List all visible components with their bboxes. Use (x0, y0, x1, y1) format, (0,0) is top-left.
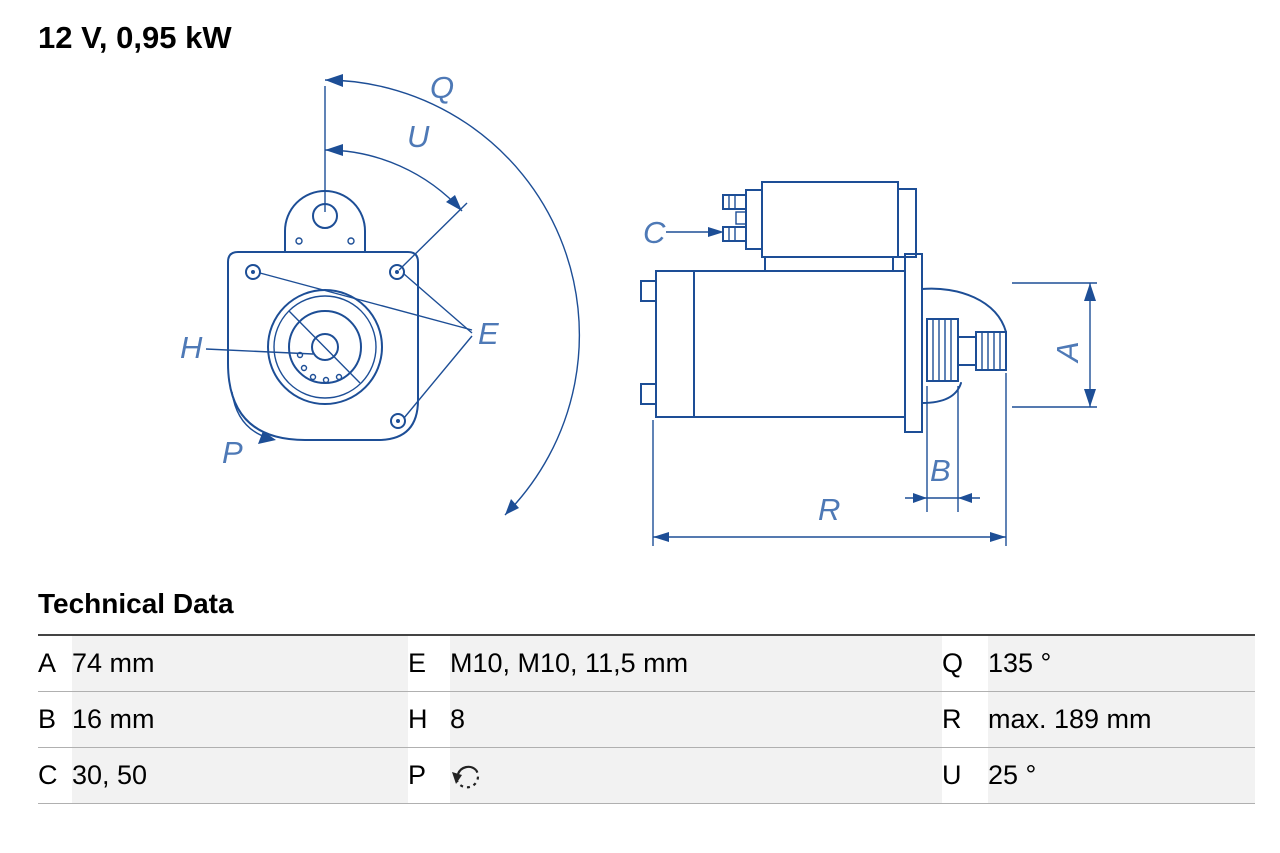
spec-key-a: A (38, 635, 72, 692)
technical-data-heading: Technical Data (38, 588, 234, 619)
front-view: Q U (180, 70, 581, 516)
dim-label-h: H (180, 330, 203, 365)
page-title: 12 V, 0,95 kW (38, 20, 232, 55)
spec-key-r: R (942, 691, 988, 748)
dim-label-b: B (930, 453, 951, 488)
spec-value-q: 135 ° (988, 635, 1255, 692)
dim-label-u: U (407, 119, 430, 154)
spec-value-e: M10, M10, 11,5 mm (450, 635, 942, 692)
drive-end (921, 287, 1007, 404)
spec-key-u: U (942, 747, 988, 804)
spec-key-c: C (38, 747, 72, 804)
solenoid (722, 181, 917, 272)
spec-value-p (450, 747, 942, 804)
spec-value-c: 30, 50 (72, 747, 408, 804)
dim-label-c: C (643, 215, 666, 250)
dim-label-e: E (478, 316, 499, 351)
dimension-b: B (905, 386, 980, 512)
spec-value-r: max. 189 mm (988, 691, 1255, 748)
dim-label-q: Q (430, 70, 454, 105)
spec-value-a: 74 mm (72, 635, 408, 692)
table-row: B 16 mm H 8 R max. 189 mm (38, 691, 1255, 748)
spec-key-h: H (408, 691, 450, 748)
center-boss (267, 289, 383, 405)
technical-data-table: A 74 mm E M10, M10, 11,5 mm Q 135 ° B 16… (38, 634, 1255, 804)
spec-value-h: 8 (450, 691, 942, 748)
spec-value-u: 25 ° (988, 747, 1255, 804)
rotation-counterclockwise-icon (450, 762, 484, 792)
table-row: A 74 mm E M10, M10, 11,5 mm Q 135 ° (38, 635, 1255, 692)
spec-key-p: P (408, 747, 450, 804)
dimension-r: R (652, 373, 1007, 546)
spec-key-b: B (38, 691, 72, 748)
dimension-a: A (1012, 282, 1097, 408)
spec-key-e: E (408, 635, 450, 692)
side-view: C (640, 181, 1097, 546)
bolt-holes (245, 264, 406, 429)
dim-label-r: R (818, 492, 840, 527)
technical-data-section: Technical Data A 74 mm E M10, M10, 11,5 … (38, 588, 1255, 804)
dim-label-p: P (222, 435, 243, 470)
technical-drawing: Q U (180, 70, 1097, 546)
spec-key-q: Q (942, 635, 988, 692)
table-row: C 30, 50 P U 25 ° (38, 747, 1255, 804)
dim-label-a: A (1050, 341, 1085, 364)
spec-value-b: 16 mm (72, 691, 408, 748)
